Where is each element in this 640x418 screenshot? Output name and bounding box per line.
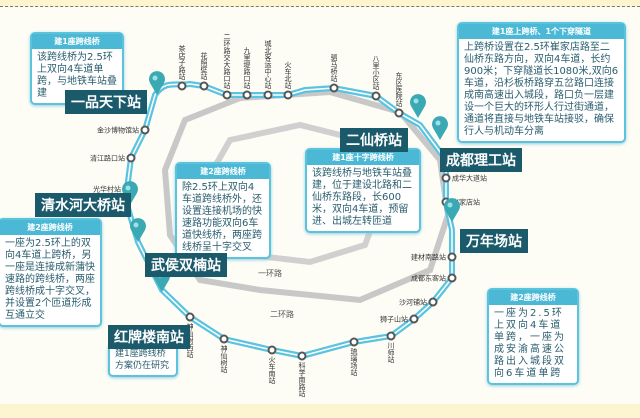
station-name: 驷马桥站 bbox=[330, 54, 338, 83]
info-box-wannian: 建2座跨线桥一座为2.5环上双向4车道单跨，一座为成安渝高速公路出入城段双向6车… bbox=[487, 288, 579, 385]
info-box-center: 建2座跨线桥除2.5环上双向4车道跨线桥外，还设置连接机场的快速路功能双向6车道… bbox=[175, 162, 271, 259]
station-marker[interactable] bbox=[349, 337, 359, 347]
station-name: 成华大道站 bbox=[452, 174, 487, 183]
station-name: 东区医院站 bbox=[395, 71, 403, 108]
station-marker[interactable] bbox=[140, 125, 150, 135]
box-title: 建2座跨线桥 bbox=[0, 220, 100, 235]
station-marker[interactable] bbox=[447, 252, 457, 262]
station-pin-icon bbox=[432, 116, 448, 140]
station-name: 成都东客站 bbox=[411, 274, 446, 283]
station-name: 狮子山站 bbox=[380, 315, 408, 324]
station-name: 茶店子路站 bbox=[178, 44, 186, 81]
box-title: 建1座跨线桥 bbox=[32, 34, 122, 49]
box-title: 建2座跨线桥 bbox=[489, 290, 577, 305]
station-name: 金沙博物馆站 bbox=[97, 126, 139, 135]
station-label-wuhou-shuangnan[interactable]: 武侯双楠站 bbox=[145, 253, 227, 277]
box-title: 建1座上跨桥、1个下穿隧道 bbox=[459, 24, 624, 39]
station-marker[interactable] bbox=[386, 331, 396, 341]
top-border bbox=[0, 0, 640, 7]
box-body: 该跨线桥为2.5环上双向4车道单跨，与地铁车站叠建 bbox=[37, 52, 117, 99]
box-body: 该跨线桥与地铁车站叠建，位于建设北路和二仙桥东路段，长600米，双向4车道，预留… bbox=[312, 168, 412, 227]
box-body: 上跨桥设置在2.5环崔家店路至二仙桥东路方向，双向4车道，长约900米；下穿隧道… bbox=[464, 42, 619, 137]
station-name: 清江路口站 bbox=[90, 154, 125, 163]
box-title: 建2座跨线桥 bbox=[177, 164, 269, 179]
road-label-ring1: 一环路 bbox=[258, 268, 282, 278]
station-name: 火车北站 bbox=[284, 61, 292, 90]
station-name: 九里堤路口站 bbox=[243, 46, 251, 90]
station-marker[interactable] bbox=[428, 297, 438, 307]
station-name: 神仙树站 bbox=[220, 344, 228, 374]
station-name: 川师站 bbox=[387, 342, 395, 364]
station-name: 科学南路站 bbox=[298, 361, 306, 398]
station-marker[interactable] bbox=[185, 312, 195, 322]
station-label-chengdu-ligong[interactable]: 成都理工站 bbox=[440, 148, 522, 172]
box-body: 建1座跨线桥方案仍在研究 bbox=[115, 349, 170, 371]
station-marker[interactable] bbox=[219, 334, 229, 344]
station-label-wannianchang[interactable]: 万年场站 bbox=[460, 229, 528, 253]
station-name: 光华村站 bbox=[93, 185, 121, 194]
station-marker[interactable] bbox=[222, 90, 232, 100]
road-label-ring2: 二环路 bbox=[270, 309, 294, 319]
station-name: 沙河铺站 bbox=[399, 298, 427, 307]
station-marker[interactable] bbox=[267, 345, 277, 355]
station-marker[interactable] bbox=[409, 314, 419, 324]
box-title: 建1座十字跨线桥 bbox=[307, 150, 419, 165]
station-pin-icon bbox=[444, 198, 460, 222]
station-pin-icon bbox=[130, 218, 146, 242]
info-box-erxian: 建1座上跨桥、1个下穿隧道上跨桥设置在2.5环崔家店路至二仙桥东路方向，双向4车… bbox=[457, 22, 626, 143]
info-box-cross: 建1座十字跨线桥该跨线桥与地铁车站叠建，位于建设北路和二仙桥东路段，长600米，… bbox=[305, 148, 421, 233]
station-label-yipintianxia[interactable]: 一品天下站 bbox=[65, 90, 147, 114]
station-marker[interactable] bbox=[329, 83, 339, 93]
box-body: 除2.5环上双向4车道跨线桥外，还设置连接机场的快速路功能双向6车道快线桥，两座… bbox=[182, 182, 262, 253]
station-marker[interactable] bbox=[441, 173, 451, 183]
info-box-qingshui: 建2座跨线桥一座为2.5环上的双向4车道上跨桥，另一座是连接成新蒲快速路的跨线桥… bbox=[0, 218, 102, 327]
station-marker[interactable] bbox=[447, 273, 457, 283]
box-body: 一座为2.5环上的双向4车道上跨桥，另一座是连接成新蒲快速路的跨线桥，两座跨线桥… bbox=[5, 238, 95, 321]
station-marker[interactable] bbox=[283, 90, 293, 100]
station-name: 城北客运中心站 bbox=[264, 40, 272, 90]
station-label-erxianqiao[interactable]: 二仙桥站 bbox=[340, 128, 408, 152]
station-marker[interactable] bbox=[177, 81, 187, 91]
station-name: 火车南站 bbox=[268, 356, 276, 385]
station-name: 琉璃场站 bbox=[350, 347, 358, 377]
metro-line-7-inner bbox=[126, 83, 453, 357]
bottom-border bbox=[0, 404, 640, 418]
station-name: 崔家店站 bbox=[452, 198, 480, 207]
station-name: 二环路交大路口站 bbox=[223, 33, 231, 90]
station-marker[interactable] bbox=[394, 108, 404, 118]
ring-road-2 bbox=[161, 88, 452, 304]
station-name: 神仙树西站 bbox=[186, 322, 194, 359]
station-marker[interactable] bbox=[263, 90, 273, 100]
station-name: 花照壁站 bbox=[200, 51, 208, 81]
station-pin-icon bbox=[409, 94, 426, 118]
box-body: 一座为2.5环上双向4车道单跨，一座为成安渝高速公路出入城段双向6车道单跨 bbox=[494, 308, 566, 379]
station-pin-icon bbox=[149, 71, 165, 95]
station-marker[interactable] bbox=[371, 91, 381, 101]
station-name: 建材南路站 bbox=[411, 253, 446, 262]
station-label-hongpailou-nan[interactable]: 红牌楼南站 bbox=[108, 325, 190, 349]
station-marker[interactable] bbox=[126, 153, 136, 163]
station-label-qingshuihe[interactable]: 清水河大桥站 bbox=[35, 193, 131, 217]
station-marker[interactable] bbox=[297, 351, 307, 361]
station-marker[interactable] bbox=[242, 90, 252, 100]
station-marker[interactable] bbox=[199, 81, 209, 91]
station-name: 八里小区站 bbox=[372, 55, 380, 91]
